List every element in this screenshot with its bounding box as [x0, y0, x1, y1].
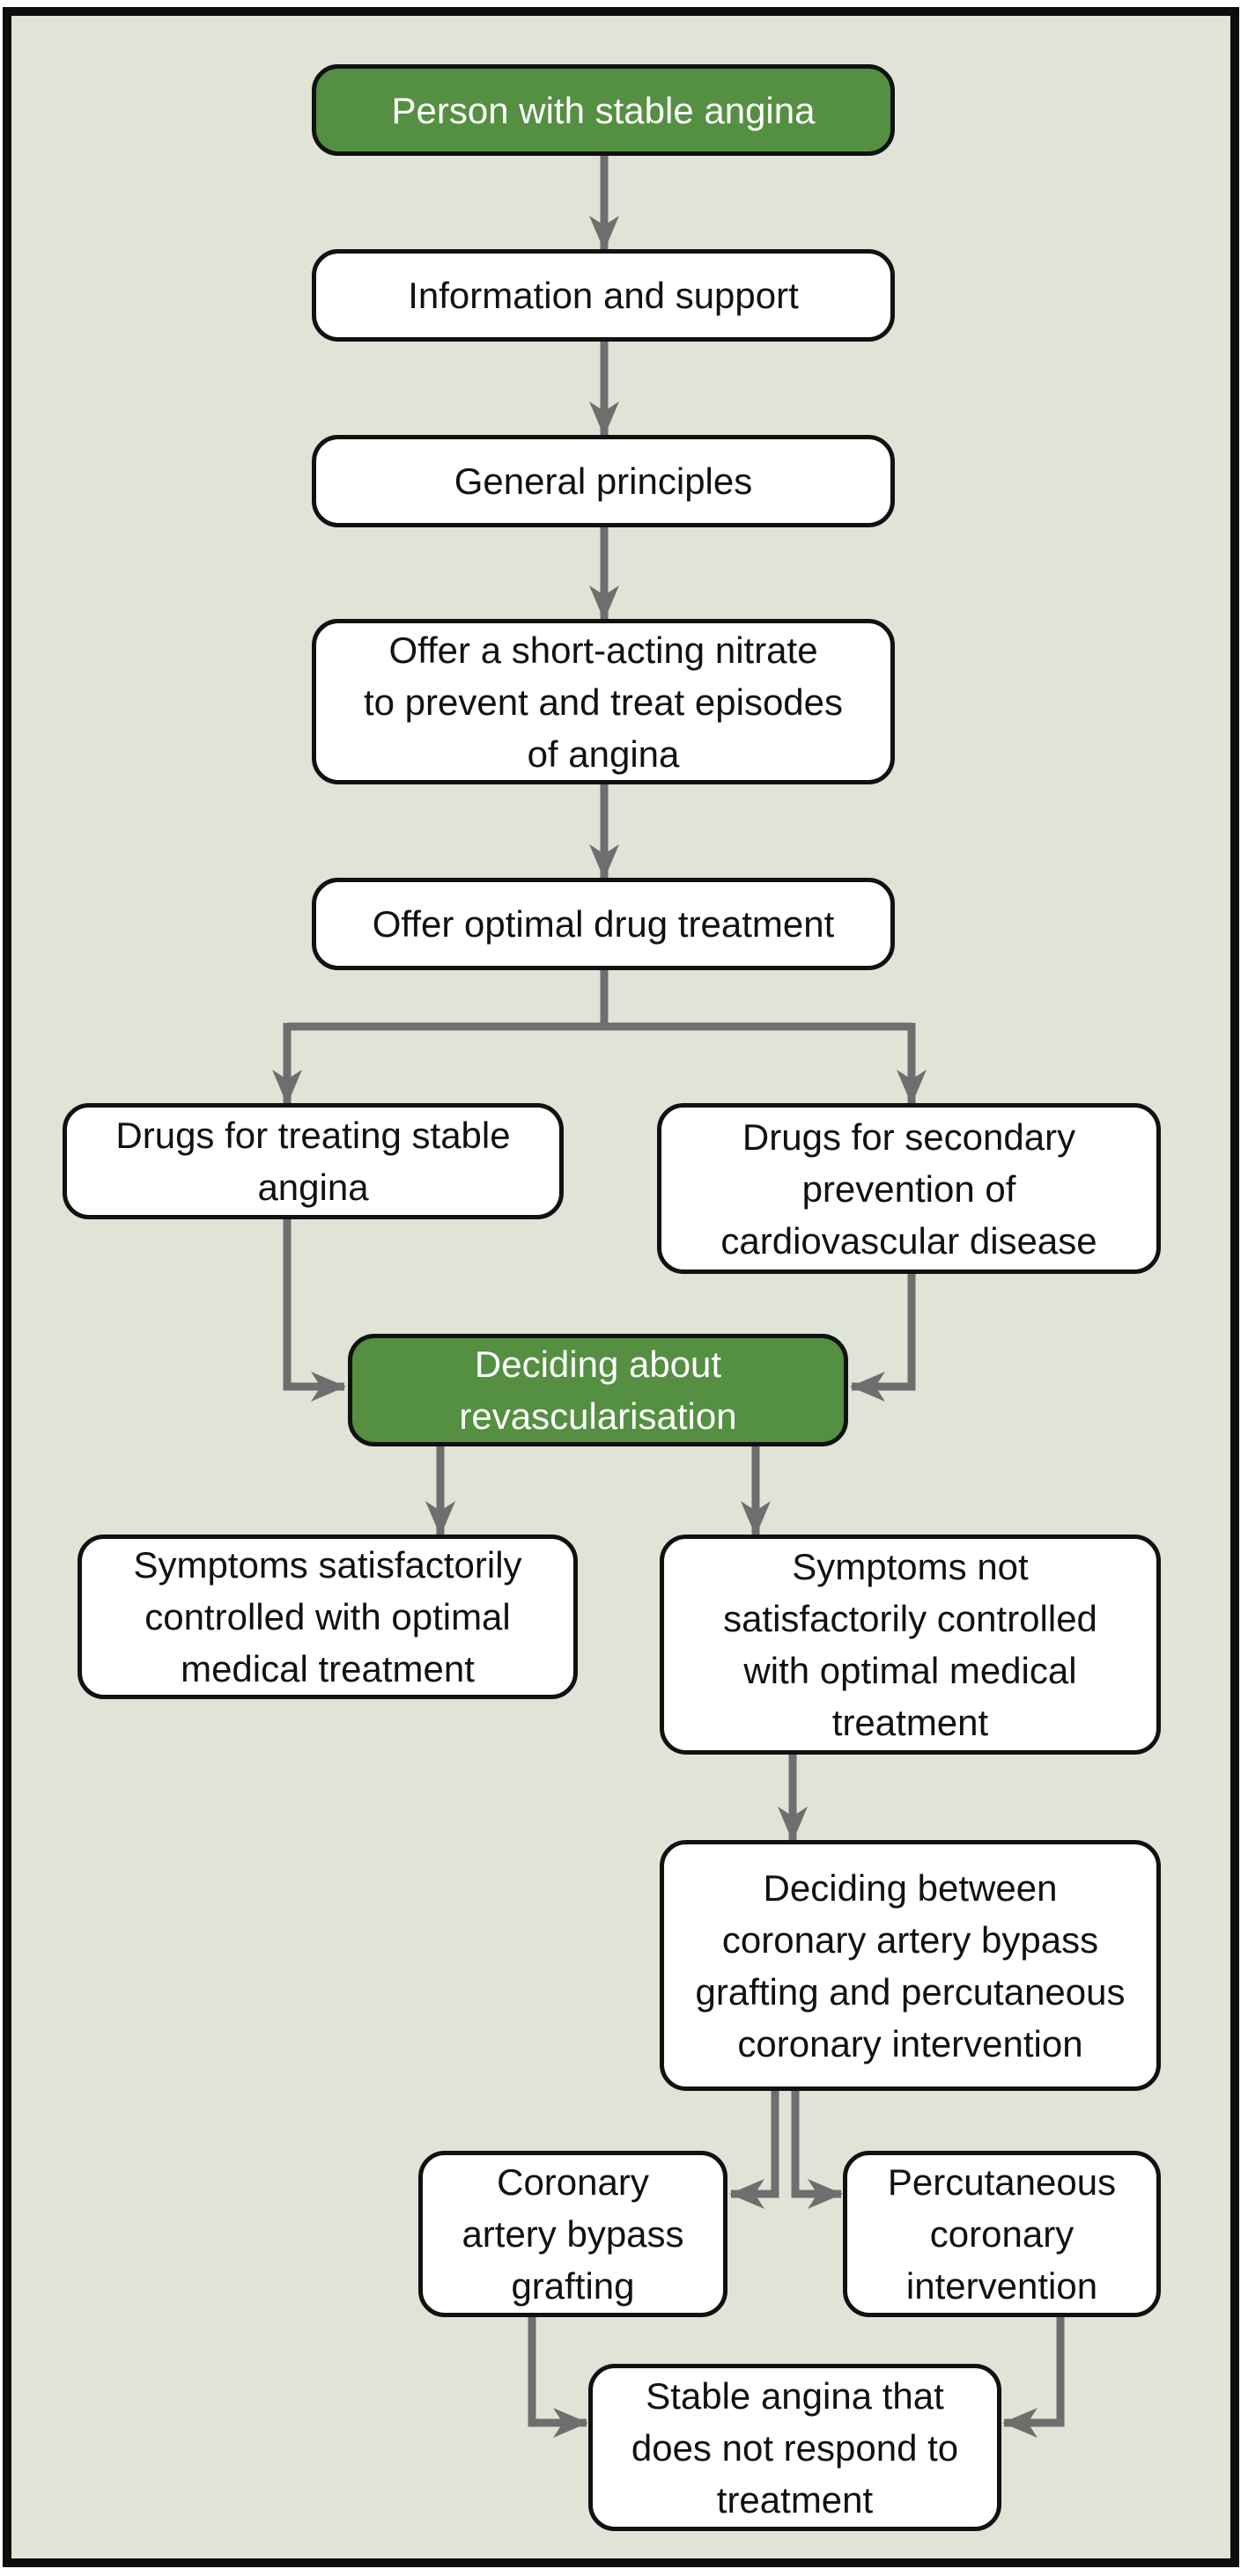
node-label: Symptoms not satisfactorily controlled w… — [723, 1546, 1097, 1743]
node-label: Deciding between coronary artery bypass … — [695, 1866, 1126, 2064]
node-label: Offer a short-acting nitrate to prevent … — [363, 629, 844, 775]
node-label: Symptoms satisfactorily controlled with … — [133, 1544, 522, 1689]
edge-deciding-to-pci — [791, 2091, 843, 2209]
node-deciding-about-revascularisation: Deciding about revascularisation — [348, 1334, 848, 1446]
node-label: Coronary artery bypass grafting — [462, 2161, 684, 2307]
node-label: Stable angina that does not respond to t… — [631, 2374, 959, 2521]
node-label: Information and support — [408, 275, 799, 316]
node-information-and-support: Information and support — [312, 249, 895, 342]
node-label: Drugs for treating stable angina — [115, 1115, 511, 1208]
node-symptoms-not-controlled: Symptoms not satisfactorily controlled w… — [660, 1535, 1161, 1755]
node-label: General principles — [454, 460, 753, 502]
node-optimal-drug-treatment: Offer optimal drug treatment — [312, 878, 895, 970]
edge-cabg-to-no-response — [528, 2317, 588, 2438]
node-drugs-secondary-prevention: Drugs for secondary prevention of cardio… — [657, 1103, 1161, 1274]
edge-deciding-to-cabg — [729, 2091, 779, 2209]
edge-pci-to-no-response — [1002, 2317, 1065, 2438]
node-percutaneous-coronary-intervention: Percutaneous coronary intervention — [843, 2151, 1161, 2317]
node-coronary-artery-bypass-grafting: Coronary artery bypass grafting — [418, 2151, 727, 2317]
node-short-acting-nitrate: Offer a short-acting nitrate to prevent … — [312, 619, 895, 784]
node-general-principles: General principles — [312, 435, 895, 527]
node-person-with-stable-angina: Person with stable angina — [312, 64, 895, 156]
node-stable-angina-no-response: Stable angina that does not respond to t… — [588, 2364, 1001, 2531]
node-drugs-treating-stable-angina: Drugs for treating stable angina — [63, 1103, 564, 1219]
node-deciding-between-cabg-and-pci: Deciding between coronary artery bypass … — [660, 1840, 1161, 2091]
diagram-frame — [3, 7, 1239, 2567]
node-label: Person with stable angina — [391, 89, 816, 131]
node-label: Deciding about revascularisation — [459, 1343, 737, 1437]
node-label: Drugs for secondary prevention of cardio… — [720, 1115, 1097, 1262]
node-label: Percutaneous coronary intervention — [887, 2161, 1117, 2307]
edge-drugs-angina-to-revascularisation — [283, 1219, 346, 1402]
node-symptoms-controlled: Symptoms satisfactorily controlled with … — [78, 1535, 578, 1699]
node-label: Offer optimal drug treatment — [372, 903, 835, 945]
edge-drugs-secondary-to-revascularisation — [850, 1274, 916, 1402]
